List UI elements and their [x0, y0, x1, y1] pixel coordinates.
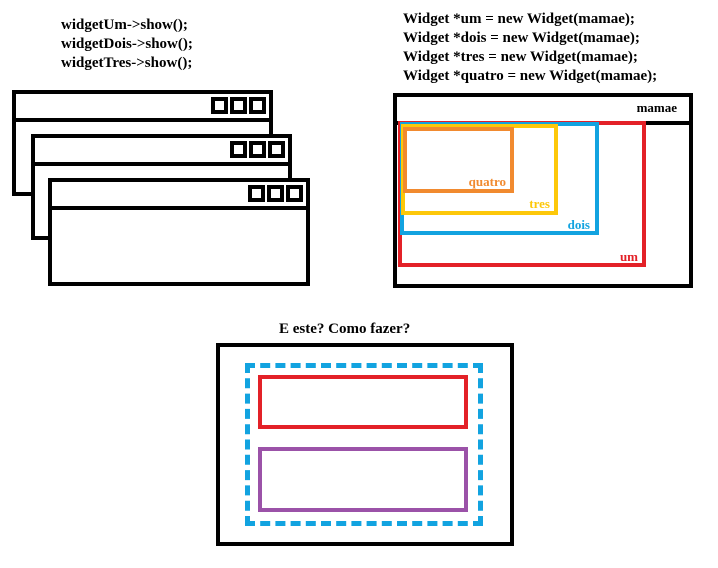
question-text: E este? Como fazer? — [279, 321, 411, 337]
maximize-icon — [230, 97, 247, 114]
new-widget-code-block: Widget *um = new Widget(mamae); Widget *… — [403, 10, 657, 86]
close-icon — [249, 97, 266, 114]
titlebar — [52, 182, 306, 210]
window-tres — [48, 178, 310, 286]
close-icon — [268, 141, 285, 158]
layout-top-box — [258, 375, 468, 429]
minimize-icon — [248, 185, 265, 202]
close-icon — [286, 185, 303, 202]
show-code-block: widgetUm->show(); widgetDois->show(); wi… — [61, 16, 193, 73]
code-line-new-um: Widget *um = new Widget(mamae); — [403, 11, 635, 27]
child-quatro-rect: quatro — [403, 127, 514, 193]
code-line-show-dois: widgetDois->show(); — [61, 36, 193, 52]
window-controls — [230, 141, 285, 158]
child-quatro-label: quatro — [468, 174, 506, 189]
layout-window — [216, 343, 514, 546]
layout-bottom-box — [258, 447, 468, 512]
minimize-icon — [230, 141, 247, 158]
child-dois-label: dois — [567, 217, 590, 232]
child-tres-label: tres — [529, 196, 550, 211]
child-um-label: um — [619, 249, 638, 264]
code-line-new-quatro: Widget *quatro = new Widget(mamae); — [403, 68, 658, 84]
window-controls — [211, 97, 266, 114]
code-line-show-tres: widgetTres->show(); — [61, 55, 193, 71]
maximize-icon — [249, 141, 266, 158]
code-line-new-tres: Widget *tres = new Widget(mamae); — [403, 49, 638, 65]
minimize-icon — [211, 97, 228, 114]
dashed-layout-container — [245, 363, 483, 526]
titlebar — [16, 94, 269, 122]
code-line-show-um: widgetUm->show(); — [61, 17, 188, 33]
maximize-icon — [267, 185, 284, 202]
window-controls — [248, 185, 303, 202]
parent-window-title: mamae — [636, 100, 677, 115]
code-line-new-dois: Widget *dois = new Widget(mamae); — [403, 30, 640, 46]
titlebar — [35, 138, 288, 166]
